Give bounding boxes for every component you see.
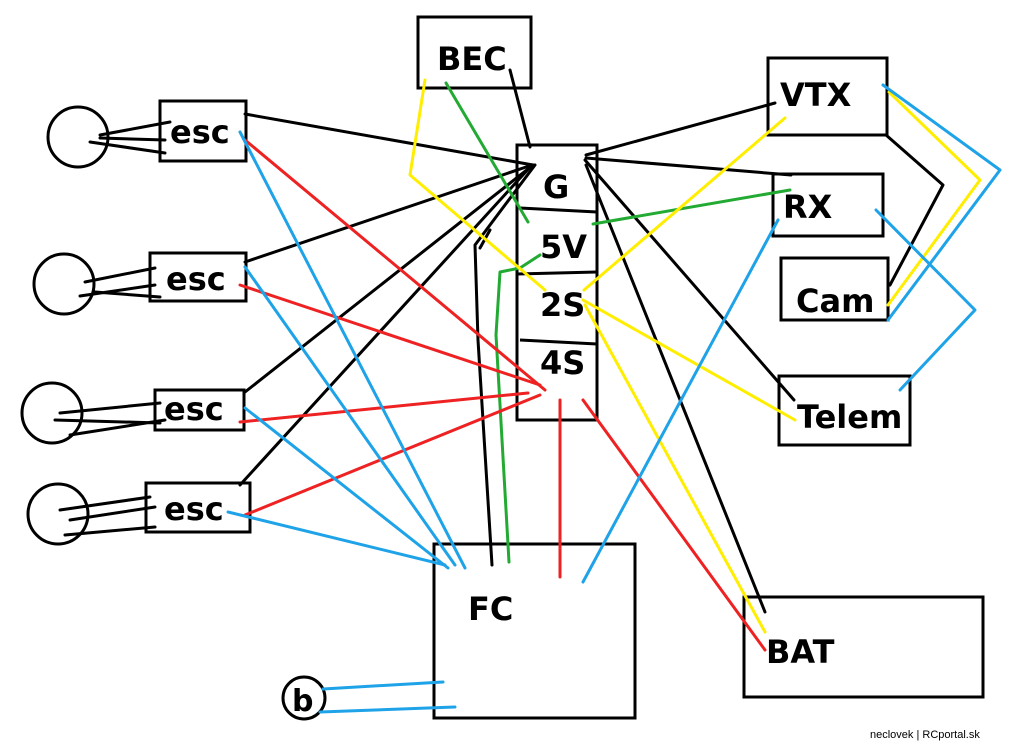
motor-2: [32, 252, 96, 316]
bat-label: BAT: [766, 633, 835, 671]
rx-label: RX: [783, 188, 833, 226]
cam-label: Cam: [796, 282, 874, 320]
pdb-rail-4s: 4S: [540, 344, 585, 382]
motors: [20, 105, 110, 546]
bec-box: [416, 15, 533, 90]
fc-box: [432, 542, 637, 720]
esc-4-box: [144, 481, 252, 534]
esc-3-label: esc: [164, 390, 224, 428]
esc-3-box: [153, 388, 246, 432]
telem-label: Telem: [797, 398, 902, 436]
esc-2-box: [148, 251, 248, 303]
vtx-label: VTX: [780, 76, 852, 114]
esc-4-label: esc: [164, 490, 224, 528]
bec-label: BEC: [437, 40, 507, 78]
pdb-rail-5v: 5V: [540, 228, 587, 266]
ground-wires: [238, 68, 945, 614]
esc-1-label: esc: [170, 113, 230, 151]
esc-2-label: esc: [166, 260, 226, 298]
pdb-rail-g: G: [543, 168, 569, 206]
signal-wires: [226, 83, 1002, 714]
4s-wires: [238, 138, 767, 652]
motor-phase-wires: [53, 120, 172, 537]
credit-text: neclovek | RCportal.sk: [870, 729, 980, 741]
fc-label: FC: [468, 590, 513, 628]
buzzer-label: b: [292, 684, 313, 719]
pdb-dividers: [516, 206, 598, 346]
pdb-rail-2s: 2S: [540, 286, 585, 324]
buzzer-circle: [281, 675, 327, 721]
cam-box: [779, 256, 890, 322]
2s-wires: [408, 78, 982, 634]
motor-3: [20, 381, 84, 445]
esc-1-box: [158, 99, 248, 163]
motor-4: [26, 482, 90, 546]
vtx-box: [766, 56, 889, 137]
5v-wires: [444, 81, 792, 564]
pdb-box: [515, 143, 599, 422]
rx-box: [771, 172, 885, 238]
bat-box: [742, 595, 985, 699]
